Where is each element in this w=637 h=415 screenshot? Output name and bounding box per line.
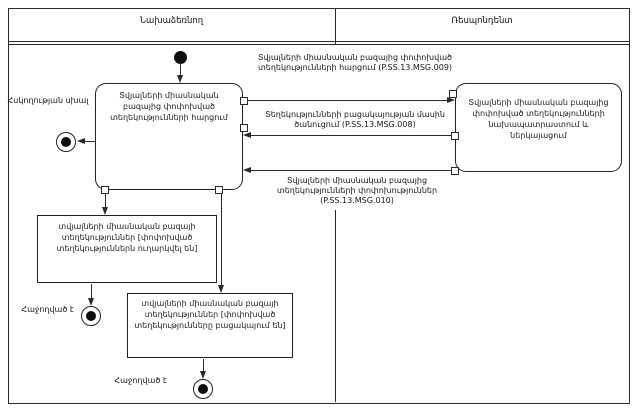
arrowhead-left-icon	[77, 138, 85, 144]
header-divider-line-2	[8, 44, 629, 45]
edge-msg008	[250, 135, 452, 136]
edge-activity-to-object1	[105, 194, 106, 208]
pin-icon	[451, 132, 459, 140]
arrowhead-left-icon	[243, 132, 251, 138]
final-node-control-error-icon	[56, 132, 76, 152]
pin-icon	[240, 124, 248, 132]
arrowhead-down-icon	[218, 285, 224, 293]
success-label-1: Հաջողված է	[21, 305, 74, 314]
message-label-msg009: Տվյալների միասնական բազայից փոփոխված տեղ…	[257, 53, 453, 72]
edge-object2-to-final	[203, 359, 204, 372]
arrowhead-down-icon	[88, 298, 94, 306]
arrowhead-down-icon	[177, 75, 183, 83]
message-label-msg008: Տեղեկությունների բացակայության մասին ծան…	[265, 110, 445, 129]
arrowhead-left-icon	[243, 167, 251, 173]
edge-msg010	[250, 170, 452, 171]
object-node-info-sent: տվյալների միասնական բազայի տեղեկությունն…	[37, 215, 217, 283]
initial-node-icon	[174, 51, 187, 64]
activity-respondent-prepare: Տվյալների միասնական բազայից փոփոխված տեղ…	[455, 83, 622, 172]
header-divider-line	[8, 41, 629, 42]
success-label-2: Հաջողված է	[114, 376, 167, 385]
arrowhead-down-icon	[200, 371, 206, 379]
lane-header-initiator: Նախաձեռնող	[139, 16, 204, 26]
diagram-frame	[8, 8, 630, 404]
pin-icon	[451, 167, 459, 175]
lane-separator-lower	[335, 210, 336, 402]
edge-msg009	[247, 100, 447, 101]
control-error-label: Հսկողության սխալ	[7, 96, 89, 105]
arrowhead-right-icon	[447, 97, 455, 103]
edge-object1-to-final	[91, 284, 92, 299]
pin-icon	[240, 97, 248, 105]
final-node-success-1-icon	[81, 306, 101, 326]
activity-initiator-request: Տվյալների միասնական բազայից փոփոխված տեղ…	[95, 83, 243, 190]
final-node-success-2-icon	[193, 379, 213, 399]
lane-separator-header	[335, 8, 336, 44]
edge-start-to-activity	[180, 63, 181, 76]
edge-activity-to-error	[84, 141, 95, 142]
pin-icon	[101, 186, 109, 194]
message-label-msg010: Տվյալների միասնական բազայից տեղեկություն…	[276, 176, 438, 205]
edge-activity-to-object2	[221, 194, 222, 285]
arrowhead-down-icon	[102, 207, 108, 215]
pin-icon	[215, 186, 223, 194]
object-node-info-absent: տվյալների միասնական բազայի տեղեկությունն…	[127, 293, 293, 358]
pin-icon	[449, 90, 457, 98]
lane-header-respondent: Ռեսպոնդենտ	[451, 16, 513, 26]
